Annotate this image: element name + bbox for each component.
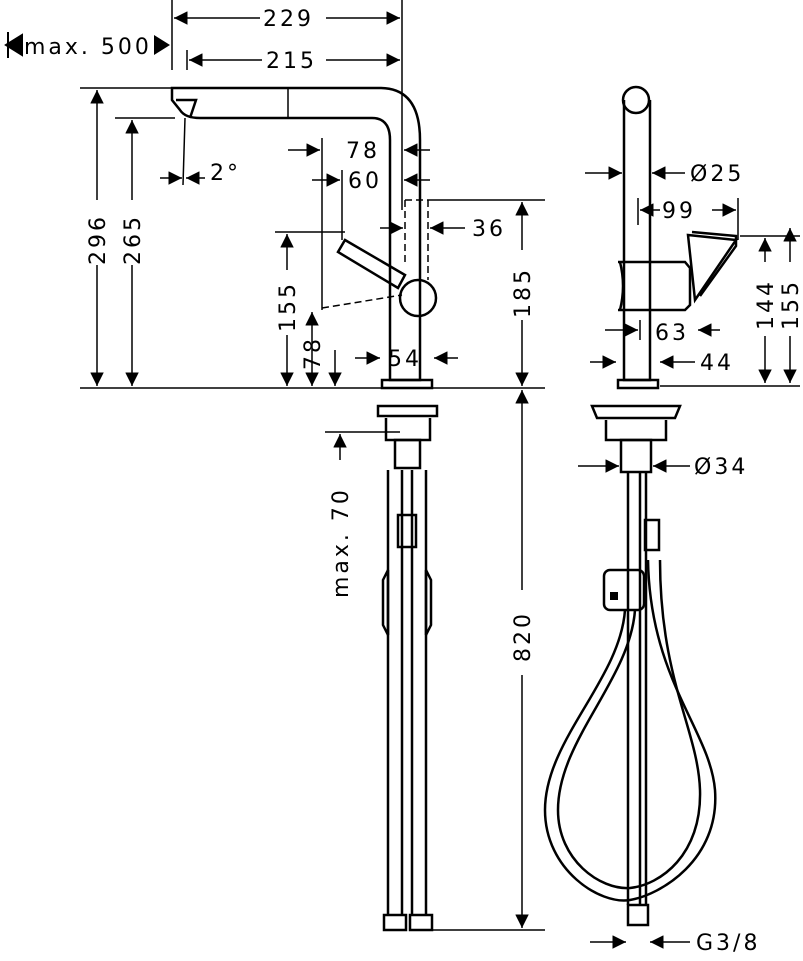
dim-2-degree: 2° — [210, 161, 241, 186]
dim-diameter-34: Ø34 — [694, 455, 748, 480]
front-view-faucet — [543, 85, 739, 927]
dim-78-height: 78 — [301, 336, 326, 370]
dim-185: 185 — [511, 267, 536, 318]
dim-36: 36 — [472, 217, 506, 242]
dim-229: 229 — [263, 7, 314, 32]
side-view-dimensions: 229 max. 500 215 296 265 2° 78 60 36 185 — [4, 0, 545, 931]
dim-99: 99 — [662, 199, 696, 224]
dim-diameter-25: Ø25 — [690, 162, 744, 187]
dim-60: 60 — [348, 169, 382, 194]
dim-215: 215 — [266, 49, 317, 74]
dim-78-reach: 78 — [346, 139, 380, 164]
front-view-dimensions: Ø25 99 144 155 63 44 Ø34 G3/8 — [578, 162, 803, 956]
dim-max-70: max. 70 — [329, 487, 354, 598]
dim-296: 296 — [86, 214, 111, 265]
dim-155-front: 155 — [779, 279, 803, 330]
dim-g3-8: G3/8 — [696, 931, 760, 956]
dim-max-500: max. 500 — [24, 35, 152, 60]
dim-44: 44 — [700, 351, 734, 376]
side-view-faucet — [170, 86, 439, 932]
dim-63: 63 — [655, 321, 689, 346]
dim-54: 54 — [388, 347, 422, 372]
dim-155: 155 — [276, 281, 301, 332]
dim-144: 144 — [754, 279, 779, 330]
dim-265: 265 — [121, 214, 146, 265]
dim-820: 820 — [511, 611, 536, 662]
